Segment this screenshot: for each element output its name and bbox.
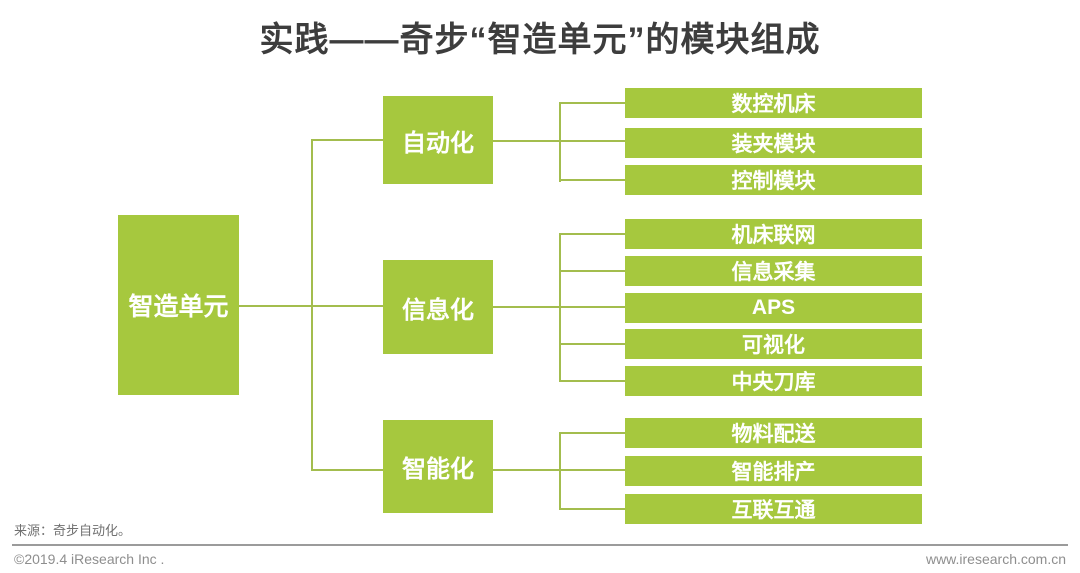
node-leaf-data-collection: 信息采集 [625, 256, 922, 286]
node-group-intelligence: 智能化 [383, 420, 493, 513]
node-leaf-smart-scheduling: 智能排产 [625, 456, 922, 486]
node-leaf-cnc-machine: 数控机床 [625, 88, 922, 118]
connector-group1-leaf3 [559, 179, 625, 181]
connector-group2-spine [559, 233, 561, 382]
connector-spine-to-group3 [311, 469, 383, 471]
copyright-text: ©2019.4 iResearch Inc . [14, 551, 165, 567]
connector-group3-leaf3 [559, 508, 625, 510]
node-leaf-clamping-module: 装夹模块 [625, 128, 922, 158]
connector-main-spine [311, 139, 313, 471]
node-group-informatization: 信息化 [383, 260, 493, 354]
connector-group2-leaf4 [559, 343, 625, 345]
node-group-automation: 自动化 [383, 96, 493, 184]
footer-divider [12, 544, 1068, 546]
node-leaf-material-delivery: 物料配送 [625, 418, 922, 448]
node-leaf-machine-network: 机床联网 [625, 219, 922, 249]
node-leaf-control-module: 控制模块 [625, 165, 922, 195]
node-leaf-interconnection: 互联互通 [625, 494, 922, 524]
connector-group1-spine [559, 102, 561, 182]
connector-group2-leaf2 [559, 270, 625, 272]
source-note: 来源：奇步自动化。 [14, 523, 132, 538]
connector-spine-to-group1 [311, 139, 383, 141]
connector-group3-spine [559, 432, 561, 510]
node-root: 智造单元 [118, 215, 239, 395]
page-title: 实践——奇步“智造单元”的模块组成 [259, 21, 821, 59]
website-url: www.iresearch.com.cn [925, 551, 1066, 567]
connector-group3-leaf1 [559, 432, 625, 434]
connector-group2-leaf1 [559, 233, 625, 235]
connector-group1-leaf1 [559, 102, 625, 104]
node-leaf-central-tool-magazine: 中央刀库 [625, 366, 922, 396]
node-leaf-visualization: 可视化 [625, 329, 922, 359]
connector-group2-leaf5 [559, 380, 625, 382]
node-leaf-aps: APS [625, 293, 922, 323]
